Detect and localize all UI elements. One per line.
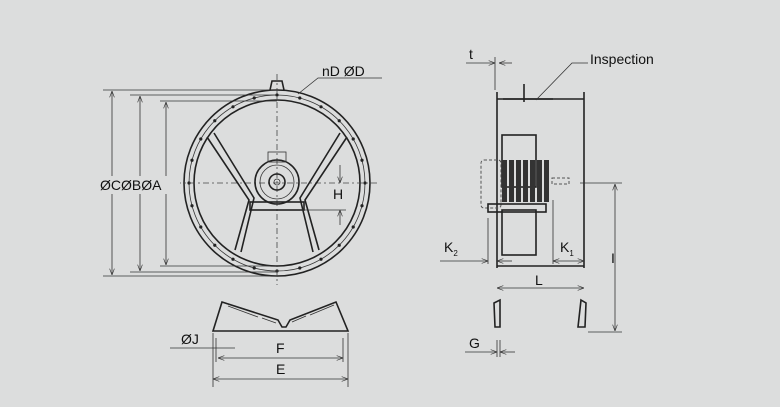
e-label: E xyxy=(276,361,285,377)
bolt-hole xyxy=(213,119,217,123)
bolt-hole xyxy=(337,243,341,247)
motor-fin xyxy=(509,160,514,202)
motor-fin xyxy=(516,160,521,202)
motor-base xyxy=(249,201,305,211)
support-arm-left xyxy=(206,132,255,253)
bolt-hole xyxy=(319,105,323,109)
j-label: ØJ xyxy=(181,331,199,347)
motor-fin xyxy=(537,160,542,202)
inspection-leader xyxy=(535,62,588,101)
h-label: H xyxy=(333,186,343,202)
i-label: I xyxy=(611,250,615,266)
support-arm-right xyxy=(299,132,348,253)
front-view: nD ØD ØCØBØA H xyxy=(98,63,382,285)
bolt-hole xyxy=(337,119,341,123)
f-label: F xyxy=(276,340,285,356)
holes-label: nD ØD xyxy=(322,63,365,79)
bolt-hole xyxy=(351,225,355,229)
bolt-hole xyxy=(231,105,235,109)
motor-fin xyxy=(544,160,549,202)
foot-right xyxy=(577,298,587,328)
bolt-holes xyxy=(187,93,367,273)
bolt-hole xyxy=(199,225,203,229)
bolt-hole xyxy=(190,158,194,162)
bolt-hole xyxy=(360,204,364,208)
diameters-label: ØCØBØA xyxy=(100,177,162,193)
motor xyxy=(254,159,300,205)
bolt-hole xyxy=(360,158,364,162)
bolt-hole xyxy=(351,137,355,141)
holes-leader xyxy=(297,77,382,95)
motor-fin xyxy=(523,160,528,202)
motor-fin xyxy=(502,160,507,202)
g-label: G xyxy=(469,335,480,351)
bolt-hole xyxy=(363,181,367,185)
k1-label: K1 xyxy=(560,239,574,258)
bolt-hole xyxy=(199,137,203,141)
k2-label: K2 xyxy=(444,239,458,258)
bolt-hole xyxy=(298,96,302,100)
bolt-hole xyxy=(190,204,194,208)
motor-foot xyxy=(487,203,547,213)
inspection-label: Inspection xyxy=(590,51,654,67)
motor-fins xyxy=(502,160,549,202)
bolt-hole xyxy=(252,266,256,270)
l-label: L xyxy=(535,272,543,288)
motor-fin xyxy=(530,160,535,202)
bolt-hole xyxy=(298,266,302,270)
blade-bottom xyxy=(501,209,537,256)
t-label: t xyxy=(469,46,473,62)
bolt-hole xyxy=(213,243,217,247)
bolt-hole xyxy=(252,96,256,100)
base-stand xyxy=(211,300,350,332)
lifting-lug xyxy=(269,80,285,91)
bolt-hole xyxy=(319,257,323,261)
foot-left xyxy=(493,298,501,328)
side-view: t Inspection K2 K1 L I G xyxy=(440,46,654,357)
base-view: ØJ F E xyxy=(170,300,350,387)
bolt-hole xyxy=(231,257,235,261)
motor-outline xyxy=(480,159,502,209)
shaft xyxy=(551,177,570,185)
